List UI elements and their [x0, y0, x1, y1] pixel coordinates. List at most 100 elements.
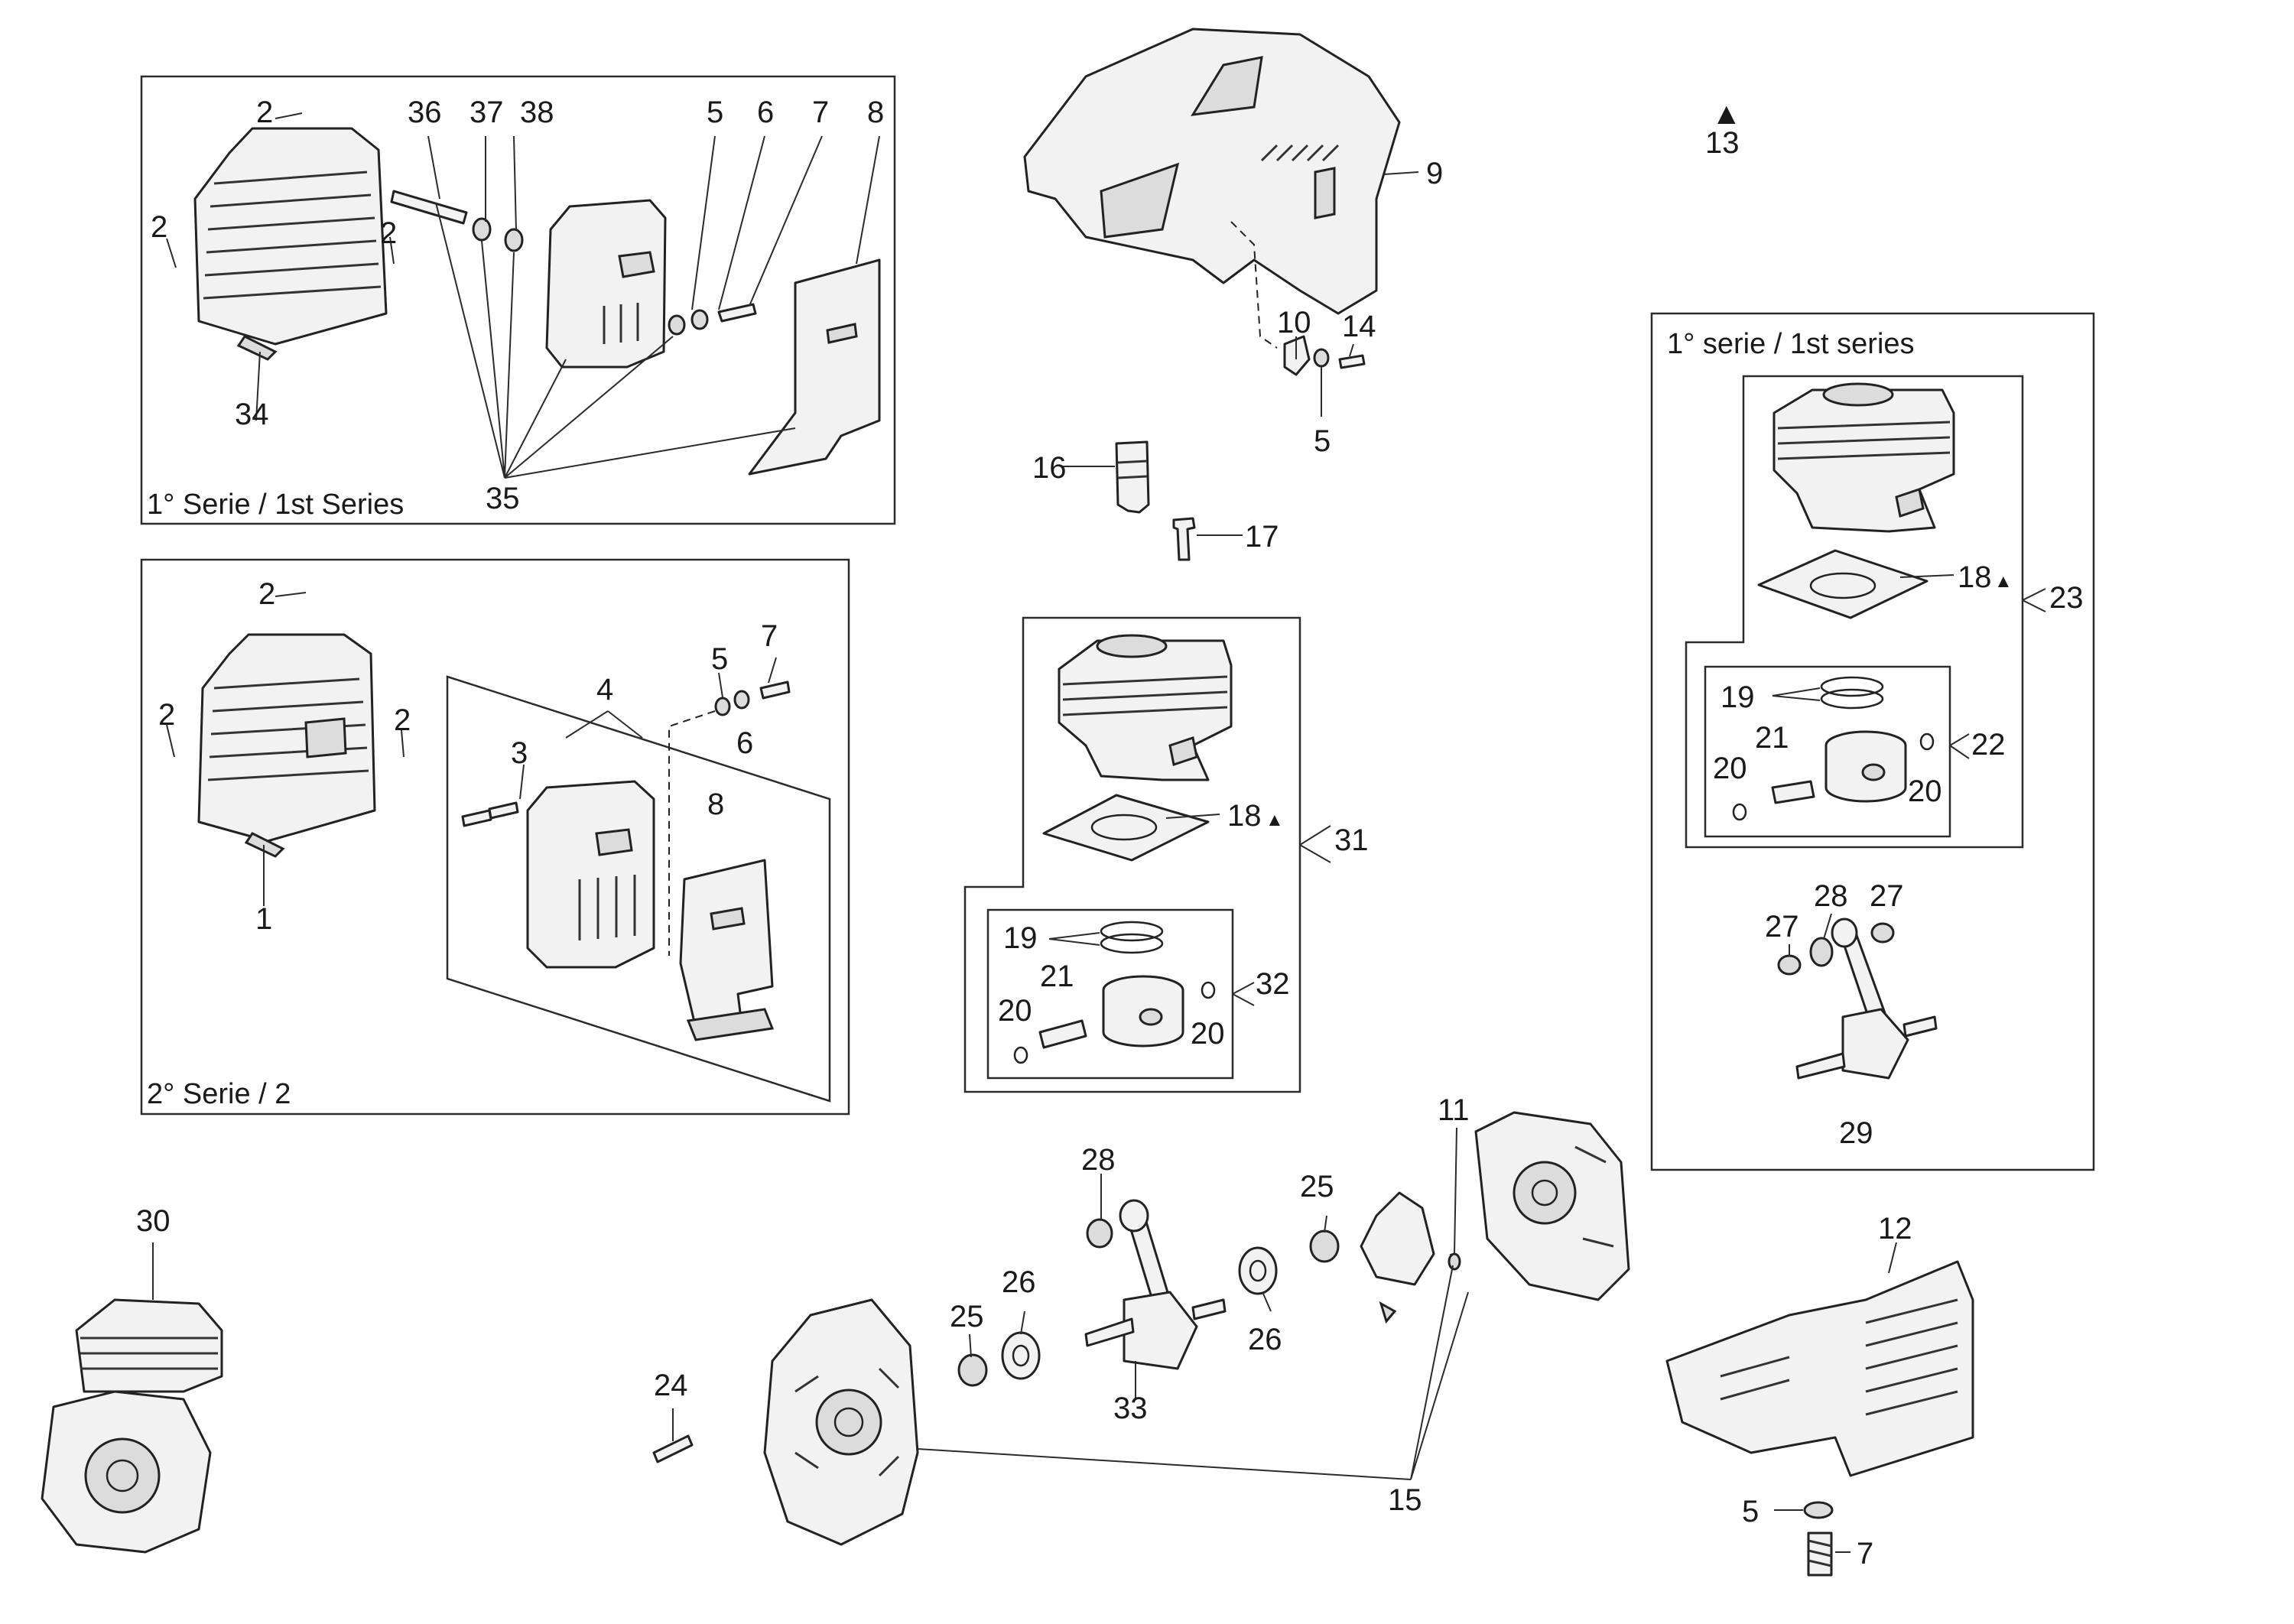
- bolt-drawing: [1172, 517, 1196, 561]
- callout-27: 27: [1870, 879, 1904, 913]
- crankcase-group: 28 26 25 26 25 11 33 24 15: [652, 1093, 1630, 1546]
- bearing-drawing: [1001, 1331, 1041, 1380]
- gasket-drawing: [1757, 549, 1928, 619]
- callout-20: 20: [1908, 775, 1942, 808]
- muffler-body-drawing: [545, 199, 667, 369]
- circlip-drawing: [1732, 803, 1747, 821]
- callout-14: 14: [1342, 310, 1376, 343]
- callout-5: 5: [1314, 424, 1331, 458]
- callout-8: 8: [707, 788, 724, 821]
- piston-ring-drawing: [1820, 676, 1884, 697]
- crankshaft-drawing: [1084, 1199, 1227, 1370]
- callout-25: 25: [1300, 1170, 1334, 1203]
- muffler-kit-frame: [446, 675, 831, 1103]
- muffler-series1-frame: [140, 75, 896, 525]
- callout-12: 12: [1878, 1212, 1912, 1246]
- muffler-shroud-drawing: [197, 633, 376, 858]
- callout-7: 7: [812, 96, 829, 129]
- callout-17: 17: [1245, 520, 1279, 554]
- callout-2: 2: [158, 698, 175, 732]
- callout-19: 19: [1720, 680, 1755, 714]
- screw-drawing: [488, 801, 519, 820]
- triangle-mark-drawing: [1379, 1301, 1397, 1324]
- circlip-drawing: [1013, 1046, 1028, 1064]
- piston-drawing: [1102, 975, 1184, 1047]
- muffler-series2-group: 2° Serie / 2 2 2 2 1 4 3 5 7 6: [140, 558, 850, 1116]
- callout-38: 38: [520, 96, 554, 129]
- engine-assembly-drawing: [41, 1298, 223, 1554]
- callout-27: 27: [1765, 910, 1799, 944]
- callout-18: 18: [1958, 560, 1992, 594]
- callout-35: 35: [486, 482, 520, 515]
- bearing-drawing: [1238, 1246, 1278, 1295]
- callout-1: 1: [255, 902, 272, 936]
- piston-ring-drawing: [1100, 921, 1164, 942]
- muffler-body-drawing: [526, 780, 655, 969]
- muffler-shroud-drawing: [193, 127, 388, 361]
- callout-32: 32: [1256, 967, 1290, 1001]
- crankcase-half-drawing: [1474, 1111, 1630, 1301]
- callout-26: 26: [1002, 1265, 1036, 1299]
- cylinder-drawing: [1772, 382, 1955, 533]
- callout-2: 2: [258, 577, 275, 611]
- callout-31: 31: [1334, 823, 1369, 857]
- triangle-symbol: ▲: [1711, 97, 1742, 131]
- callout-2: 2: [394, 703, 411, 737]
- callout-6: 6: [757, 96, 774, 129]
- callout-5: 5: [1742, 1495, 1759, 1528]
- heat-shield-drawing: [748, 258, 881, 476]
- callout-36: 36: [408, 96, 442, 129]
- guard-drawing: [1665, 1260, 1974, 1477]
- callout-30: 30: [136, 1204, 171, 1238]
- washer-drawing: [690, 309, 709, 330]
- callout-7: 7: [761, 619, 778, 653]
- piston-drawing: [1824, 730, 1907, 803]
- callout-10: 10: [1277, 306, 1311, 339]
- triangle-symbol: ▲: [1994, 571, 2013, 592]
- crankcase-gasket-drawing: [1360, 1191, 1435, 1286]
- callout-33: 33: [1113, 1392, 1148, 1425]
- callout-28: 28: [1081, 1143, 1116, 1177]
- callout-2: 2: [380, 216, 397, 250]
- washer-drawing: [1313, 348, 1330, 368]
- circlip-drawing: [1201, 981, 1216, 999]
- callout-2: 2: [151, 210, 167, 244]
- callout-29: 29: [1839, 1116, 1873, 1150]
- cylinder-kit-frame: [963, 616, 1301, 1093]
- piston-pin-drawing: [1038, 1019, 1087, 1049]
- engine-assembly-group: 30: [41, 1204, 223, 1554]
- muffler-series2-title: 2° Serie / 2: [147, 1078, 291, 1110]
- screw-drawing: [461, 809, 492, 827]
- callout-34: 34: [235, 398, 269, 431]
- engine-cover-drawing: [1023, 28, 1401, 315]
- callout-8: 8: [867, 96, 884, 129]
- callout-2: 2: [256, 96, 273, 129]
- callout-19: 19: [1003, 921, 1038, 955]
- callout-13: 13: [1705, 126, 1740, 160]
- cylinder-series1-frame: [1650, 312, 2095, 1171]
- screw-drawing: [759, 680, 791, 700]
- callout-21: 21: [1755, 721, 1789, 755]
- muffler-bolt-drawing: [390, 190, 524, 252]
- callout-15: 15: [1388, 1483, 1422, 1517]
- callout-37: 37: [470, 96, 504, 129]
- guard-group: 12 5 7: [1665, 1212, 1974, 1577]
- cylinder-kit-group: 18 ▲ 31 19 21 20 20 32: [963, 616, 1369, 1093]
- washer-drawing: [1803, 1501, 1834, 1519]
- callout-5: 5: [707, 96, 723, 129]
- callout-24: 24: [654, 1369, 688, 1402]
- callout-26: 26: [1248, 1323, 1282, 1356]
- callout-9: 9: [1426, 157, 1443, 190]
- callout-3: 3: [511, 736, 528, 770]
- screw-drawing: [652, 1434, 694, 1463]
- cylinder-series1-group: 1° serie / 1st series 18 ▲ 23 19 21 20 2…: [1650, 312, 2095, 1171]
- cylinder-drawing: [1058, 634, 1233, 781]
- muffler-series1-title: 1° Serie / 1st Series: [147, 489, 404, 521]
- piston-ring-drawing: [1820, 688, 1884, 710]
- circlip-drawing: [1919, 732, 1935, 751]
- callout-4: 4: [596, 673, 613, 706]
- callout-20: 20: [998, 994, 1032, 1028]
- oil-seal-drawing: [1309, 1229, 1340, 1263]
- triangle-symbol: ▲: [1266, 810, 1284, 830]
